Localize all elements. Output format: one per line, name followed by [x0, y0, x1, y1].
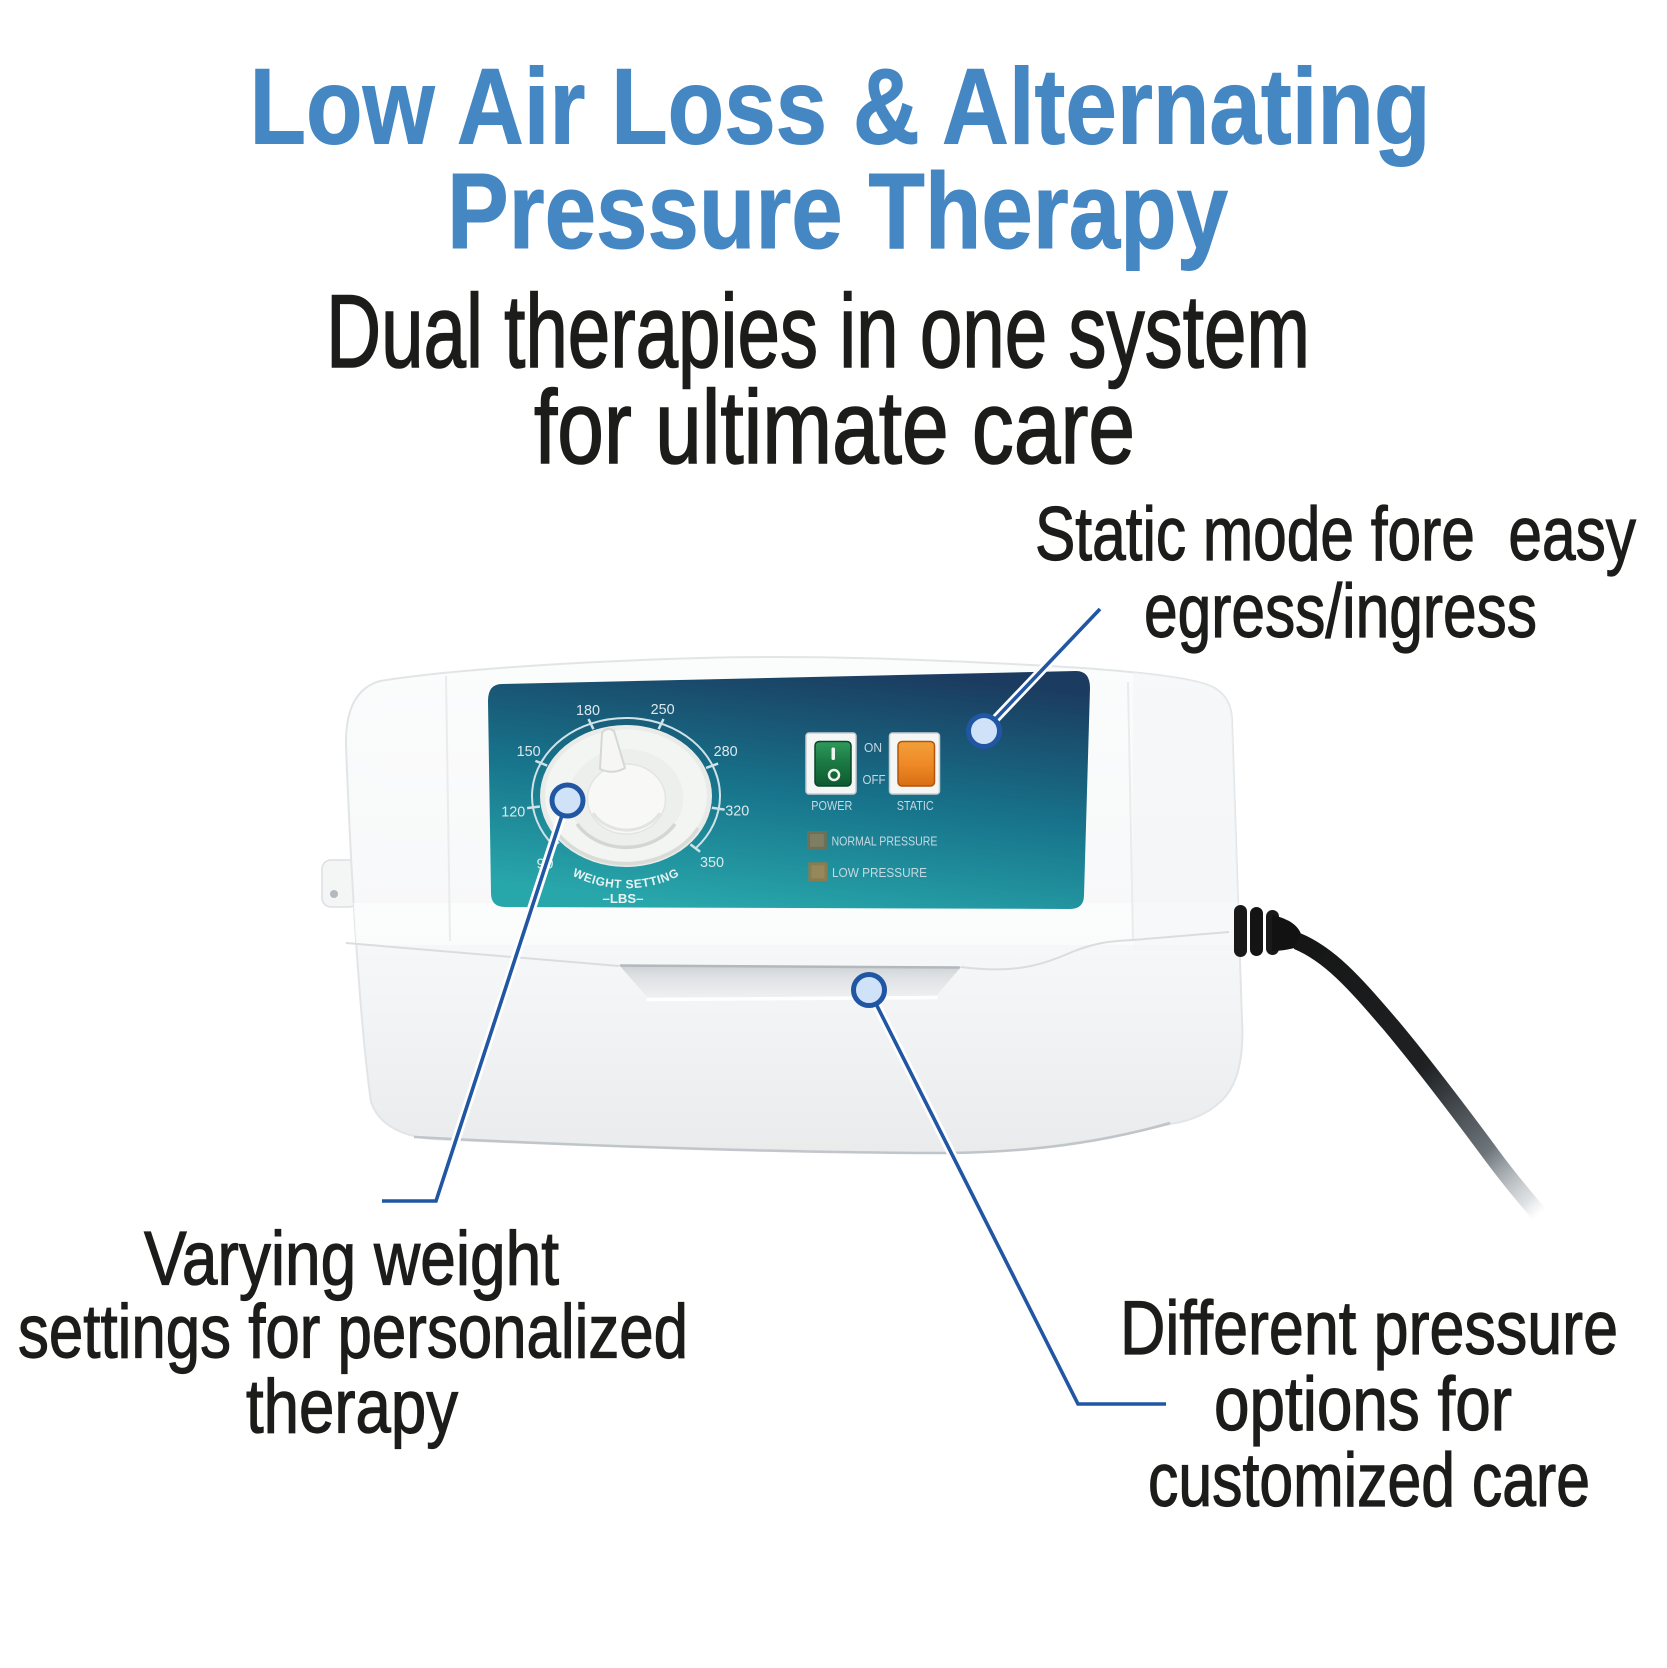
svg-text:350: 350	[700, 854, 724, 871]
svg-text:for ultimate care: for ultimate care	[534, 370, 1135, 486]
svg-text:LOW PRESSURE: LOW PRESSURE	[832, 865, 927, 880]
svg-text:120: 120	[501, 804, 525, 821]
svg-text:options for: options for	[1214, 1362, 1512, 1447]
svg-text:180: 180	[576, 702, 600, 719]
svg-text:280: 280	[714, 743, 738, 760]
svg-text:Dual therapies in one system: Dual therapies in one system	[326, 274, 1310, 390]
svg-text:STATIC: STATIC	[897, 798, 934, 813]
svg-text:Low Air Loss & Alternating: Low Air Loss & Alternating	[250, 46, 1431, 167]
svg-text:ON: ON	[864, 740, 882, 755]
svg-text:OFF: OFF	[863, 772, 886, 787]
svg-text:customized care: customized care	[1148, 1438, 1590, 1523]
svg-text:Static mode fore easy: Static mode fore easy	[1035, 492, 1636, 577]
svg-text:NORMAL PRESSURE: NORMAL PRESSURE	[832, 834, 938, 849]
svg-text:150: 150	[517, 743, 541, 760]
svg-text:Pressure Therapy: Pressure Therapy	[447, 150, 1228, 271]
svg-text:egress/ingress: egress/ingress	[1144, 569, 1537, 654]
svg-text:320: 320	[725, 803, 749, 820]
svg-text:therapy: therapy	[246, 1365, 458, 1450]
svg-text:settings for personalized: settings for personalized	[18, 1290, 688, 1375]
svg-text:250: 250	[651, 701, 675, 718]
svg-text:–LBS–: –LBS–	[603, 891, 644, 906]
svg-text:Different pressure: Different pressure	[1120, 1286, 1618, 1371]
svg-text:Varying weight: Varying weight	[144, 1217, 559, 1302]
svg-text:POWER: POWER	[811, 798, 852, 813]
